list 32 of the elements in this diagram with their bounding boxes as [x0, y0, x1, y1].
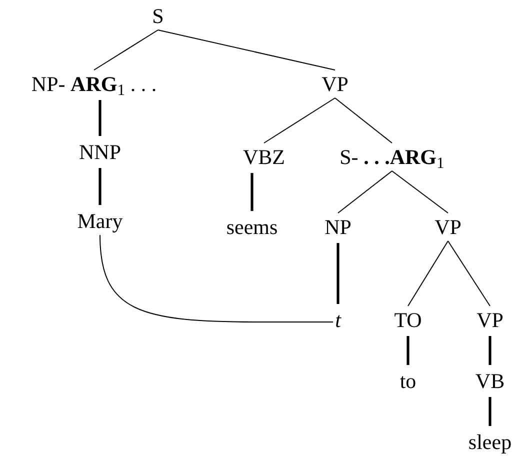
- node-label: S: [150, 2, 166, 30]
- node-label: VB: [473, 367, 507, 395]
- tree-branch: [338, 170, 392, 214]
- tree-branch: [94, 30, 158, 70]
- tree-branch: [158, 30, 336, 70]
- node-label: NP- ARG$_{1}$ . . .: [29, 70, 159, 98]
- trace-link: [100, 234, 334, 322]
- tree-branch: [98, 100, 102, 136]
- node-label: TO: [392, 306, 424, 334]
- node-label: VBZ: [241, 143, 287, 171]
- tree-branch: [408, 240, 448, 306]
- tree-branch: [448, 240, 490, 306]
- tree-branch: [406, 336, 410, 365]
- tree-branch: [336, 243, 340, 304]
- word: to: [398, 367, 418, 395]
- word: sleep: [466, 428, 514, 456]
- tree-branch: [488, 336, 492, 365]
- node-label: S- . . .ARG$_{1}$: [338, 143, 446, 171]
- tree-branch: [98, 168, 102, 205]
- node-label: NP: [322, 213, 354, 241]
- node-label: VP: [320, 70, 350, 98]
- tree-branch: [250, 173, 254, 211]
- node-label: VP: [432, 213, 464, 241]
- node-label: VP: [474, 306, 506, 334]
- word: Mary: [75, 207, 125, 235]
- tree-branch: [264, 98, 336, 144]
- tree-branch: [488, 397, 492, 426]
- tree-branch: [392, 170, 448, 214]
- tree-branch: [334, 98, 392, 144]
- word: seems: [224, 213, 280, 241]
- node-label: NNP: [77, 138, 123, 166]
- trace-word: t: [333, 306, 343, 334]
